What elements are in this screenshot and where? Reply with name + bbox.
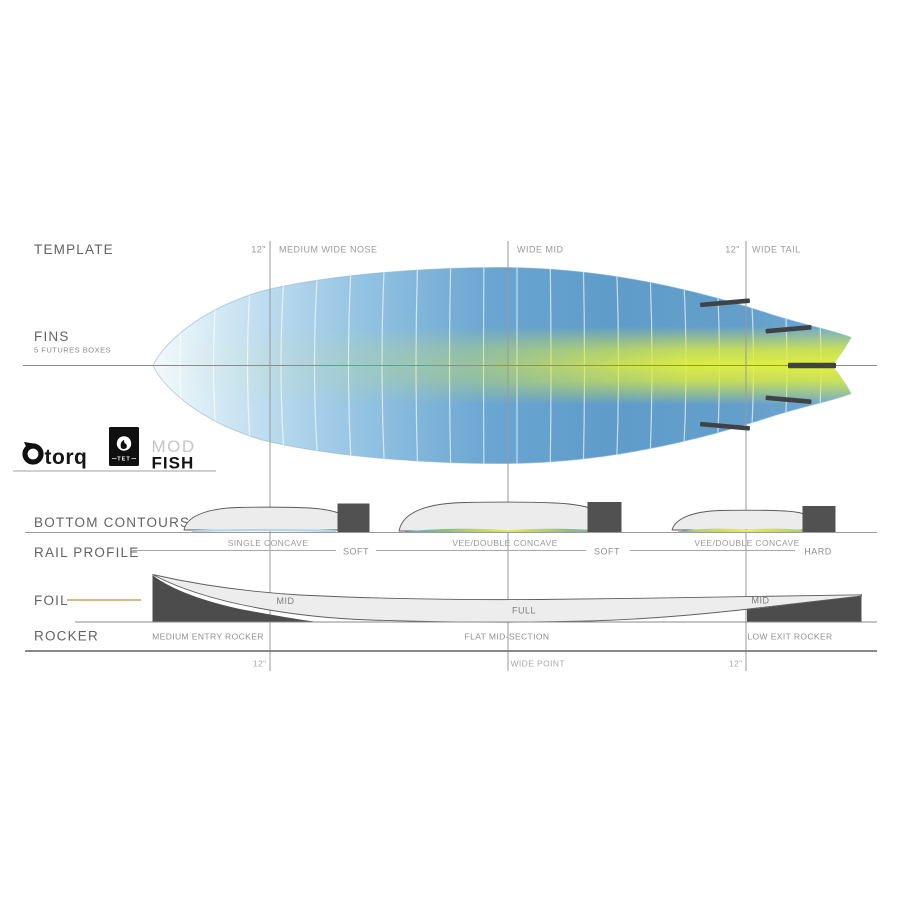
rail-tail-label: HARD [804,547,832,557]
foil-nose-label: MID [277,596,295,606]
tet-badge: TET [109,427,139,466]
fin-mark-center [788,362,836,369]
bottom-contours: BOTTOM CONTOURS [25,501,877,533]
contours-heading: BOTTOM CONTOURS [34,515,190,530]
contour-nose-label: SINGLE CONCAVE [228,538,309,548]
template-nose-label: MEDIUM WIDE NOSE [279,245,378,255]
model-name-line1: MOD [152,437,196,456]
template-tail-offset: 12" [725,245,740,255]
rocker-section: ROCKER MEDIUM ENTRY ROCKER FLAT MID-SECT… [25,629,877,652]
fin-marks [699,298,836,431]
contour-tail-label: VEE/DOUBLE CONCAVE [694,538,799,548]
foil-mid-label: FULL [512,606,536,616]
brand-logos: torq TET MOD FISH [13,427,216,473]
template-heading: TEMPLATE [34,242,114,257]
contour-mid-section [398,501,618,532]
fin-mark-front-bottom [699,421,751,431]
rail-block-tail [802,506,836,533]
rail-mid-label: SOFT [594,547,620,557]
rocker-mid-label: FLAT MID-SECTION [465,632,550,642]
template-nose-offset: 12" [251,245,266,255]
template-tail-label: WIDE TAIL [752,245,801,255]
rocker-heading: ROCKER [34,629,99,644]
board-side-profile [152,574,862,623]
contour-nose-section [183,506,357,531]
foil-section: FOIL MID FULL MID [34,574,877,623]
torq-logo: torq [22,442,88,469]
foil-heading: FOIL [34,593,69,608]
fin-mark-rear-top [765,325,812,334]
contour-mid-label: VEE/DOUBLE CONCAVE [452,538,557,548]
fin-mark-front-top [699,298,751,308]
torq-logo-flame [24,442,37,451]
rocker-tail-label: LOW EXIT ROCKER [747,632,832,642]
foil-tail-label: MID [752,596,770,606]
template-mid-label: WIDE MID [517,245,564,255]
torq-logo-text: torq [45,446,88,469]
fin-mark-rear-bottom [765,395,812,404]
contour-mid-concave-band [405,528,611,533]
rocker-nose-label: MEDIUM ENTRY ROCKER [152,632,264,642]
entry-rocker-wedge [152,575,317,622]
footer-wide-point: WIDE POINT [511,659,566,669]
footer-nose-offset: 12" [253,659,267,669]
contour-nose-concave-band [191,528,337,533]
model-name-line2: FISH [152,454,195,473]
rail-block-nose [337,503,370,533]
tet-badge-text: TET [117,457,130,463]
contour-tail-concave-band [678,528,816,532]
fins-subtitle: 5 FUTURES BOXES [34,346,111,355]
rail-profile: SINGLE CONCAVE VEE/DOUBLE CONCAVE VEE/DO… [34,538,832,560]
tet-flame-cut [120,439,127,449]
rail-nose-label: SOFT [343,547,369,557]
exit-rocker-wedge [747,595,862,622]
rail-block-mid [587,502,622,533]
footer-measures: 12" WIDE POINT 12" [253,659,743,669]
contour-tail-section [671,509,823,531]
fins-heading: FINS [34,329,70,344]
footer-tail-offset: 12" [729,659,743,669]
rail-heading: RAIL PROFILE [34,545,139,560]
